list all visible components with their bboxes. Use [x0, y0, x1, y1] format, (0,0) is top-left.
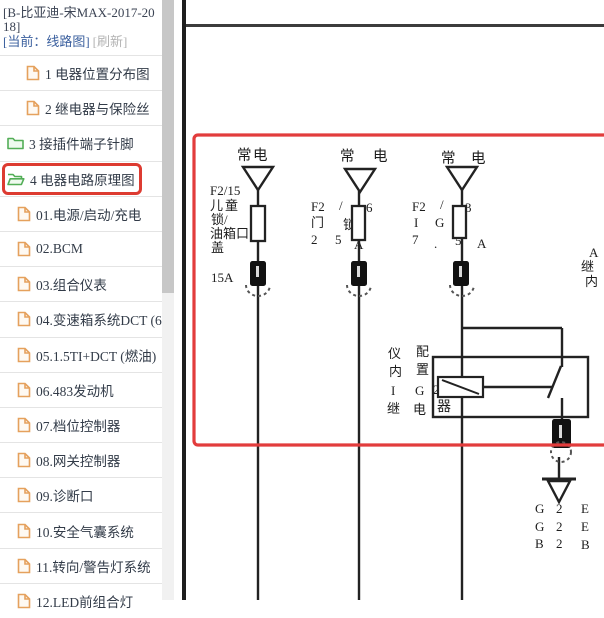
file-icon	[17, 276, 31, 292]
sidebar-item-16[interactable]: 12.LED前组合灯	[0, 582, 162, 618]
diagram-top-rule	[186, 24, 604, 27]
file-icon	[17, 523, 31, 539]
pane-divider	[182, 0, 186, 600]
sidebar-item-label: 02.BCM	[36, 241, 83, 257]
diagram-canvas[interactable]	[186, 0, 604, 600]
sidebar-item-8[interactable]: 04.变速箱系统DCT (6D	[0, 301, 162, 337]
sidebar-item-label: 09.诊断口	[36, 489, 94, 505]
folder-icon	[7, 136, 24, 150]
sidebar-item-14[interactable]: 10.安全气囊系统	[0, 512, 162, 548]
sidebar-scrollbar-track[interactable]	[162, 0, 174, 600]
sidebar-item-label: 01.电源/启动/充电	[36, 207, 142, 223]
file-icon	[17, 311, 31, 327]
sidebar-item-4[interactable]: 4 电器电路原理图	[0, 160, 162, 196]
sidebar-item-label: 1 电器位置分布图	[45, 67, 150, 83]
sidebar-item-label: 04.变速箱系统DCT (6D	[36, 313, 162, 329]
sidebar-tree: 1 电器位置分布图 2 继电器与保险丝 3 接插件端子针脚 4 电器电路原理图 01.电…	[0, 55, 162, 618]
file-icon	[17, 558, 31, 574]
file-icon	[26, 100, 40, 116]
current-view-label[interactable]: [当前：线路图]	[3, 34, 90, 50]
sidebar-item-12[interactable]: 08.网关控制器	[0, 442, 162, 478]
vehicle-title: [B-比亚迪-宋MAX-2017-2018]	[3, 5, 155, 35]
file-icon	[17, 241, 31, 257]
file-icon	[26, 65, 40, 81]
folder-open-icon	[7, 172, 25, 186]
sidebar-item-label: 05.1.5TI+DCT (燃油)	[36, 348, 157, 364]
file-icon	[17, 487, 31, 503]
sidebar-item-label: 08.网关控制器	[36, 454, 121, 470]
sidebar-item-5[interactable]: 01.电源/启动/充电	[0, 195, 162, 231]
file-icon	[17, 206, 31, 222]
sidebar-item-label: 4 电器电路原理图	[30, 172, 135, 188]
sidebar-scrollbar-thumb[interactable]	[162, 0, 174, 293]
sidebar-item-label: 12.LED前组合灯	[36, 594, 134, 610]
file-icon	[17, 347, 31, 363]
sidebar-item-7[interactable]: 03.组合仪表	[0, 266, 162, 302]
sidebar-item-label: 11.转向/警告灯系统	[36, 559, 151, 575]
sidebar-item-11[interactable]: 07.档位控制器	[0, 406, 162, 443]
sidebar-item-label: 10.安全气囊系统	[36, 524, 134, 540]
sidebar-item-label: 3 接插件端子针脚	[29, 137, 134, 153]
sidebar-header: [B-比亚迪-宋MAX-2017-2018] [当前：线路图][刷新]	[0, 0, 162, 52]
sidebar-item-6[interactable]: 02.BCM	[0, 230, 162, 267]
sidebar-item-15[interactable]: 11.转向/警告灯系统	[0, 547, 162, 583]
sidebar: [B-比亚迪-宋MAX-2017-2018] [当前：线路图][刷新] 1 电器…	[0, 0, 162, 618]
sidebar-item-label: 06.483发动机	[36, 383, 114, 399]
sidebar-item-label: 07.档位控制器	[36, 418, 121, 434]
file-icon	[17, 452, 31, 468]
file-icon	[17, 417, 31, 433]
sidebar-item-13[interactable]: 09.诊断口	[0, 477, 162, 513]
file-icon	[17, 593, 31, 609]
sidebar-item-9[interactable]: 05.1.5TI+DCT (燃油)	[0, 336, 162, 372]
sidebar-item-1[interactable]: 1 电器位置分布图	[0, 55, 162, 91]
refresh-link[interactable]: [刷新]	[92, 34, 128, 50]
sidebar-item-label: 03.组合仪表	[36, 278, 107, 294]
sidebar-item-3[interactable]: 3 接插件端子针脚	[0, 125, 162, 161]
sidebar-item-10[interactable]: 06.483发动机	[0, 371, 162, 407]
file-icon	[17, 382, 31, 398]
sidebar-item-2[interactable]: 2 继电器与保险丝	[0, 90, 162, 126]
sidebar-item-label: 2 继电器与保险丝	[45, 102, 150, 118]
